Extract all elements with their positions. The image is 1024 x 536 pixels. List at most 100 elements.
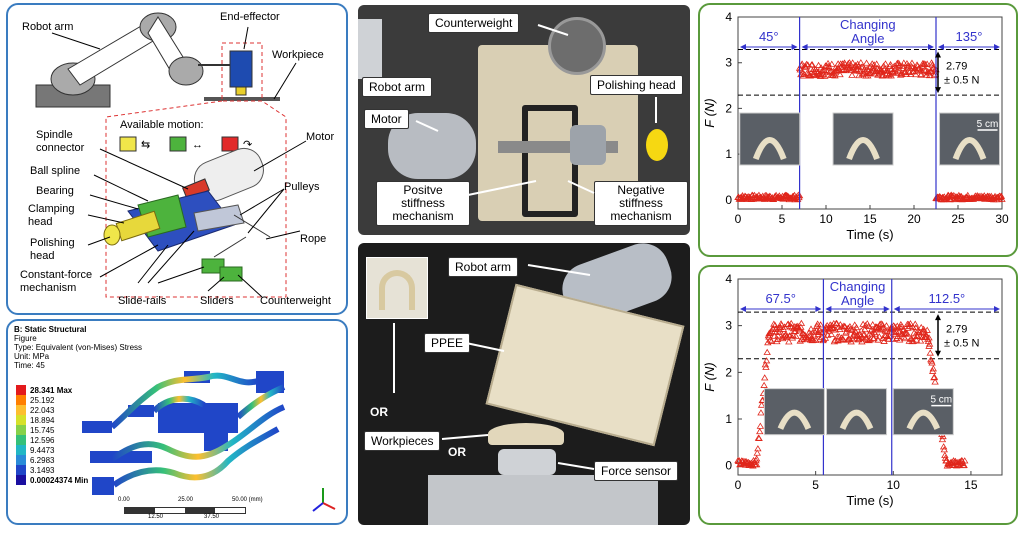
fea-legend-swatch	[16, 455, 26, 465]
x-tick-label: 30	[995, 212, 1009, 226]
fea-legend-label: 18.894	[30, 415, 55, 425]
inset-workpiece	[777, 409, 812, 430]
inset-workpiece	[952, 137, 987, 161]
x-tick-label: 0	[735, 478, 742, 492]
y-tick-label: 0	[725, 459, 732, 473]
label-motor: Motor	[306, 131, 335, 143]
fea-panel: B: Static Structural Figure Type: Equiva…	[6, 319, 348, 525]
x-tick-label: 15	[964, 478, 978, 492]
photo-label-workpieces: Workpieces	[364, 431, 441, 451]
data-point	[927, 59, 936, 66]
photo-label-counterweight: Counterweight	[428, 13, 520, 33]
data-point	[802, 60, 811, 67]
data-point	[816, 72, 825, 79]
fea-title: B: Static Structural	[14, 325, 87, 334]
x-tick-label: 25	[951, 212, 965, 226]
data-point	[874, 336, 882, 343]
fea-legend-row: 0.00024374 Min	[16, 475, 88, 485]
label-polishing-head: Polishing head	[30, 237, 75, 262]
svg-text:↔: ↔	[192, 139, 203, 151]
data-point	[873, 325, 882, 332]
y-tick-label: 1	[725, 147, 732, 161]
fea-legend-row: 9.4473	[16, 445, 88, 455]
data-point	[814, 61, 823, 68]
robot-arm-edge	[358, 19, 382, 79]
region-arrow-head	[815, 306, 822, 312]
data-point	[785, 338, 793, 345]
data-point	[833, 319, 841, 327]
data-point	[919, 325, 928, 332]
label-ball-spline: Ball spline	[30, 165, 81, 177]
data-point	[789, 331, 797, 338]
data-point	[909, 337, 918, 344]
data-point	[795, 327, 804, 334]
data-point	[928, 61, 936, 68]
data-point	[789, 192, 797, 199]
fea-scale-tick-0: 0.00	[118, 497, 130, 503]
y-tick-label: 4	[725, 10, 732, 24]
data-point	[852, 323, 861, 331]
region-arrow-head	[740, 306, 746, 312]
photo-label-or-2: OR	[448, 445, 466, 459]
y-tick-label: 1	[725, 412, 732, 426]
data-point	[916, 337, 925, 344]
data-point	[940, 446, 948, 453]
fea-line4: Time: 45	[14, 361, 45, 370]
label-rope: Rope	[300, 233, 327, 245]
data-point	[931, 70, 940, 77]
inset-workpiece	[752, 137, 787, 161]
tolerance-arrow-head	[935, 350, 941, 357]
data-point	[849, 335, 857, 343]
data-point	[901, 68, 910, 75]
photo-label-robot-arm: Robot arm	[362, 77, 433, 97]
y-tick-label: 0	[725, 193, 732, 207]
data-point	[861, 325, 869, 333]
x-tick-label: 5	[812, 478, 819, 492]
fea-legend-row: 18.894	[16, 415, 88, 425]
data-point	[807, 325, 815, 332]
fea-scale-tick2-0: 12.50	[148, 514, 164, 520]
data-point	[757, 401, 766, 408]
data-point	[912, 336, 921, 343]
data-point	[752, 461, 761, 468]
fea-legend-label: 0.00024374 Min	[30, 475, 89, 485]
data-point	[761, 361, 770, 368]
data-point	[869, 64, 877, 71]
data-point	[903, 329, 911, 336]
fea-legend-swatch	[16, 425, 26, 435]
svg-text:↷: ↷	[243, 139, 252, 151]
data-point	[853, 60, 862, 67]
data-point	[846, 325, 855, 332]
fea-legend-swatch	[16, 385, 26, 395]
data-point	[836, 71, 844, 78]
inset-workpiece	[906, 409, 941, 430]
workpiece-photo	[488, 423, 564, 445]
region-label: Changing	[840, 17, 896, 32]
x-tick-label: 10	[887, 478, 901, 492]
data-point	[798, 60, 806, 67]
photo-label-force-sensor: Force sensor	[594, 461, 679, 481]
data-point	[806, 72, 815, 79]
fea-legend-row: 22.043	[16, 405, 88, 415]
fea-line2: Type: Equivalent (von-Mises) Stress	[14, 343, 143, 352]
label-constant-force-mechanism: Constant-force mechanism	[20, 269, 93, 294]
fea-line1: Figure	[14, 334, 37, 343]
data-point	[804, 333, 813, 340]
y-tick-label: 2	[725, 101, 732, 115]
fea-legend-swatch	[16, 435, 26, 445]
data-point	[760, 381, 768, 388]
data-point	[805, 329, 813, 336]
x-tick-label: 10	[819, 212, 833, 226]
region-label: 67.5°	[765, 291, 796, 306]
data-point	[908, 59, 916, 66]
fea-scale-tick-1: 25.00	[178, 497, 194, 503]
y-tick-label: 2	[725, 365, 732, 379]
tolerance-arrow-head	[935, 314, 941, 321]
data-point	[816, 321, 825, 328]
data-point	[882, 322, 891, 329]
data-point	[762, 357, 771, 364]
data-point	[754, 445, 762, 452]
fea-legend-label: 12.596	[30, 435, 55, 445]
data-point	[901, 335, 909, 342]
data-point	[773, 335, 782, 342]
